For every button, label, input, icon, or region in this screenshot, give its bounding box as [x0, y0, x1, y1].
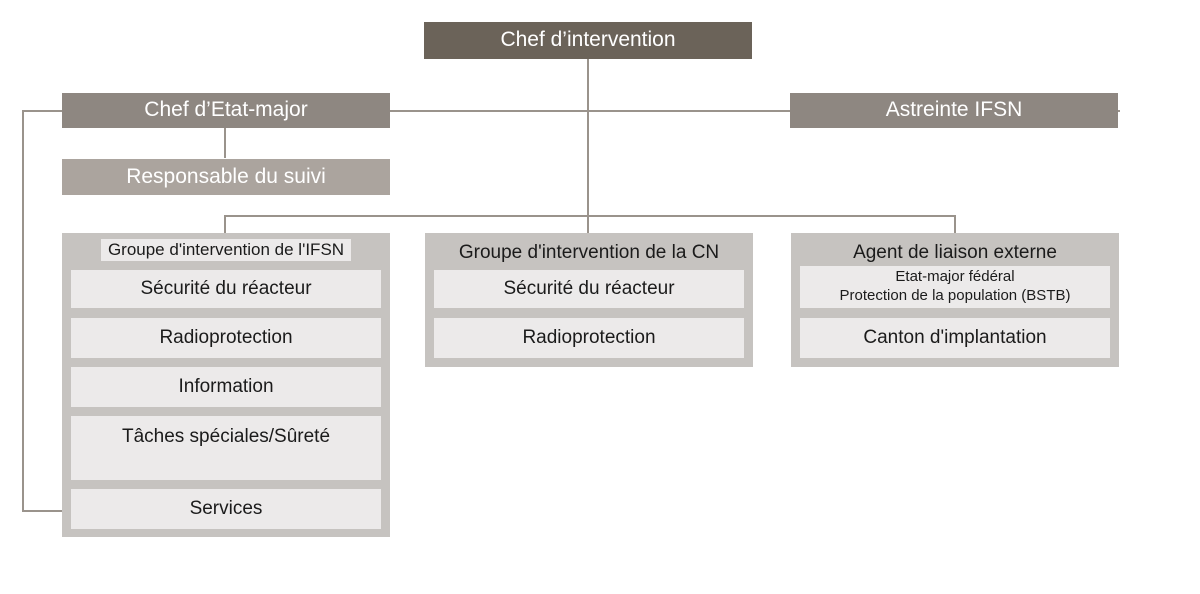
- connector-row2-horizontal: [60, 110, 1120, 112]
- connector-left-loop-side: [22, 110, 24, 512]
- group-cn-item-1[interactable]: Radioprotection: [434, 318, 744, 358]
- group-ifsn-item-1-label: Radioprotection: [159, 327, 293, 349]
- group-ifsn-item-3[interactable]: Tâches spéciales/Sûreté: [71, 416, 381, 480]
- group-ifsn-item-1[interactable]: Radioprotection: [71, 318, 381, 358]
- connector-left-loop-top: [22, 110, 64, 112]
- group-cn-item-0[interactable]: Sécurité du réacteur: [434, 270, 744, 308]
- node-chef-intervention-label: Chef d’intervention: [500, 28, 676, 52]
- group-liaison-item-1-label: Canton d'implantation: [863, 327, 1047, 349]
- connector-etatmajor-to-suivi: [224, 122, 226, 158]
- node-chef-intervention[interactable]: Chef d’intervention: [424, 22, 752, 59]
- node-astreinte-ifsn-label: Astreinte IFSN: [885, 98, 1023, 122]
- group-liaison-item-1[interactable]: Canton d'implantation: [800, 318, 1110, 358]
- group-ifsn-item-4[interactable]: Services: [71, 489, 381, 529]
- connector-groups-distributor: [224, 215, 956, 217]
- group-cn-item-1-label: Radioprotection: [522, 327, 656, 349]
- connector-left-loop-bottom: [22, 510, 68, 512]
- node-responsable-du-suivi[interactable]: Responsable du suivi: [62, 159, 390, 195]
- connector-chief-vertical: [587, 57, 589, 216]
- group-panel-liaison-title: Agent de liaison externe: [853, 242, 1057, 263]
- group-ifsn-item-0-label: Sécurité du réacteur: [140, 278, 312, 300]
- group-panel-cn-title: Groupe d'intervention de la CN: [458, 242, 720, 263]
- group-ifsn-item-4-label: Services: [189, 498, 263, 520]
- node-responsable-du-suivi-label: Responsable du suivi: [126, 164, 326, 188]
- group-ifsn-item-3-label: Tâches spéciales/Sûreté: [121, 426, 331, 448]
- group-liaison-item-0-label: Etat-major fédéral Protection de la popu…: [839, 268, 1071, 304]
- group-ifsn-item-2-label: Information: [178, 376, 274, 398]
- group-ifsn-item-2[interactable]: Information: [71, 367, 381, 407]
- node-astreinte-ifsn[interactable]: Astreinte IFSN: [790, 93, 1118, 128]
- node-chef-etat-major[interactable]: Chef d’Etat-major: [62, 93, 390, 128]
- connector-drop-cn: [587, 215, 589, 235]
- group-ifsn-item-0[interactable]: Sécurité du réacteur: [71, 270, 381, 308]
- connector-drop-ifsn: [224, 215, 226, 235]
- node-chef-etat-major-label: Chef d’Etat-major: [144, 98, 308, 122]
- group-panel-ifsn-title: Groupe d'intervention de l'IFSN: [101, 239, 351, 261]
- connector-drop-liaison: [954, 215, 956, 235]
- group-cn-item-0-label: Sécurité du réacteur: [503, 278, 675, 300]
- group-liaison-item-0[interactable]: Etat-major fédéral Protection de la popu…: [800, 266, 1110, 308]
